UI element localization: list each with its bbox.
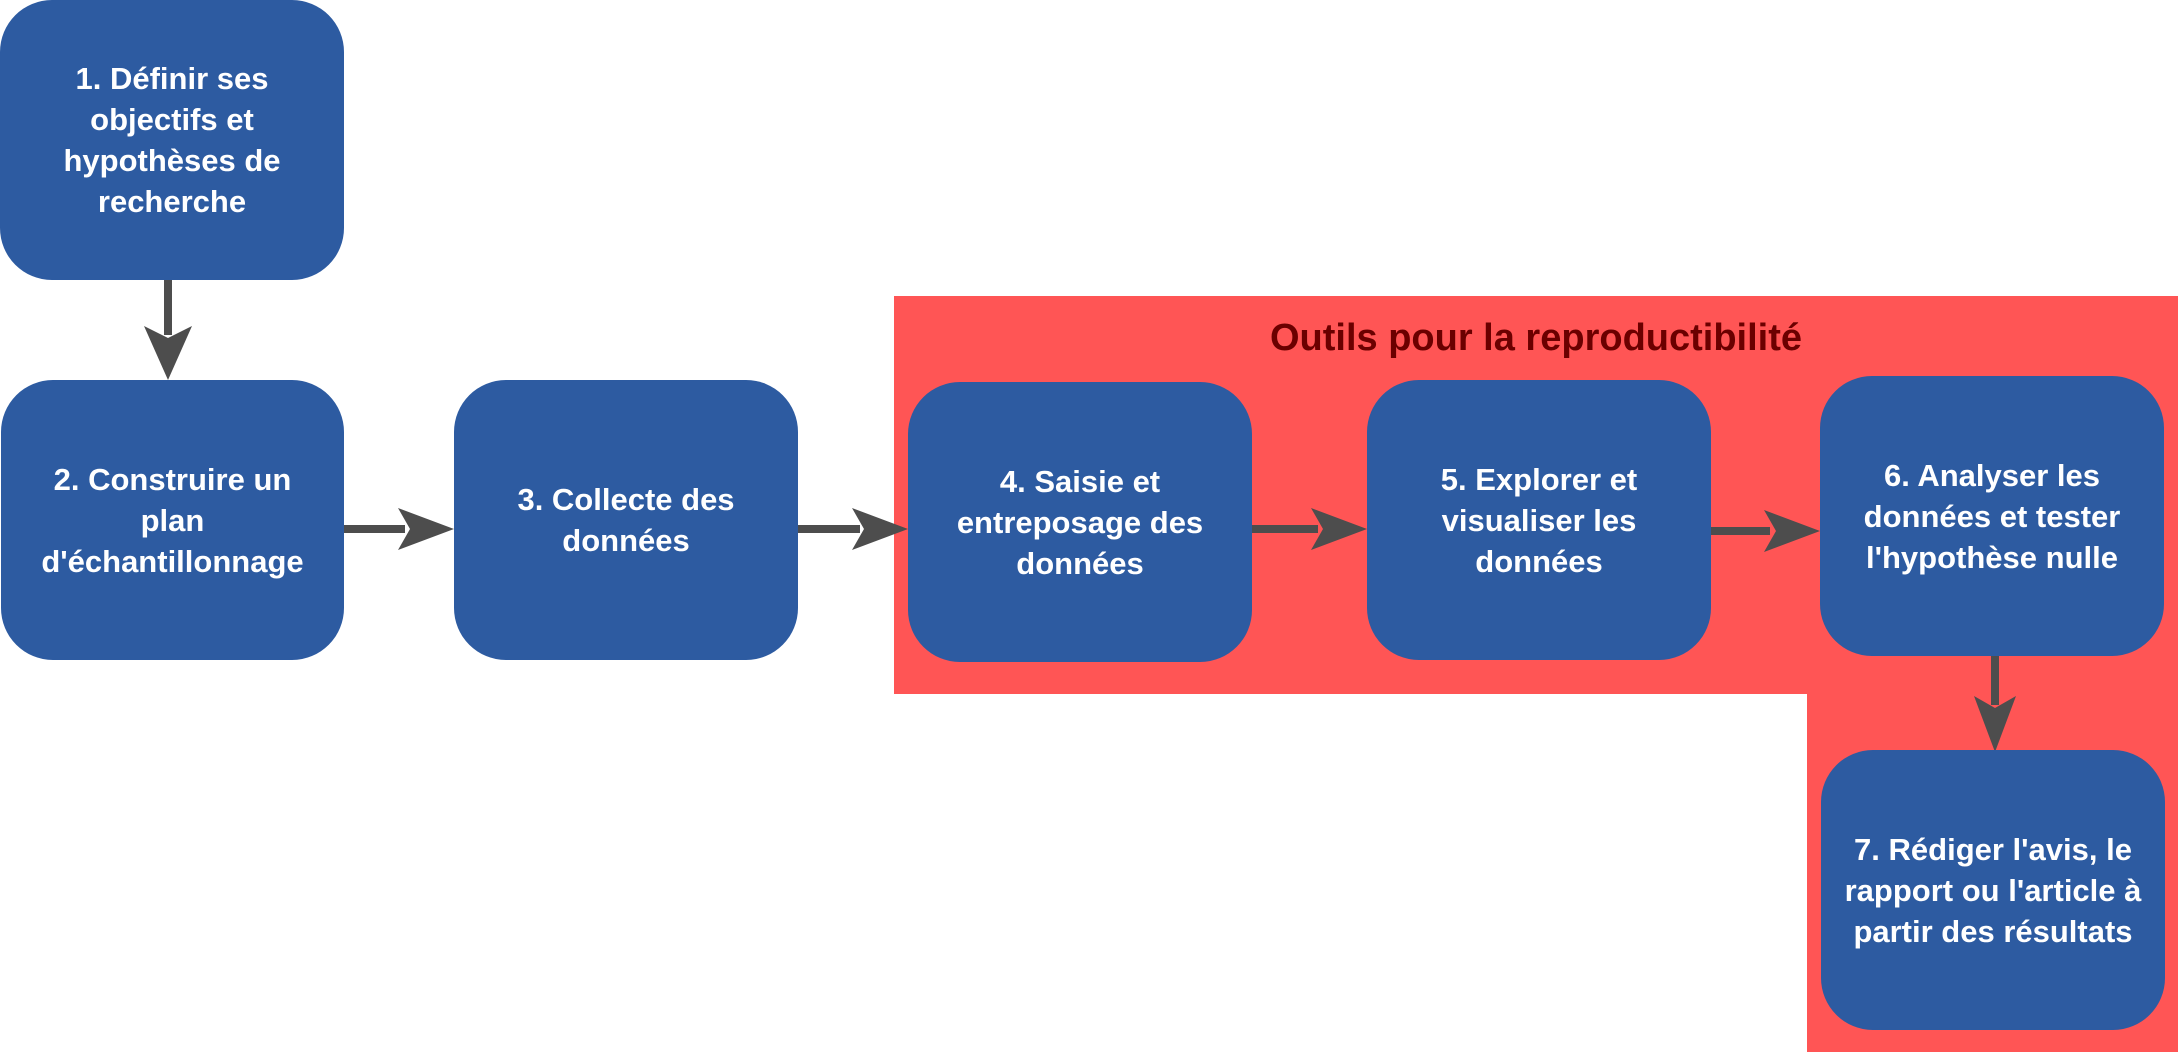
step-4-label: 4. Saisie et entreposage des données: [956, 463, 1204, 581]
step-7-label: 7. Rédiger l'avis, le rapport ou l'artic…: [1844, 831, 2142, 949]
arrowhead-1-to-2: [144, 326, 192, 380]
step-2-sampling-plan: 2. Construire un plan d'échantillonnage: [1, 380, 344, 660]
step-6-label: 6. Analyser les données et tester l'hypo…: [1863, 457, 2121, 575]
step-1-label: 1. Définir ses objectifs et hypothèses d…: [63, 61, 281, 219]
step-3-data-collection: 3. Collecte des données: [454, 380, 798, 660]
step-7-write-report: 7. Rédiger l'avis, le rapport ou l'artic…: [1821, 750, 2165, 1030]
step-2-label: 2. Construire un plan d'échantillonnage: [41, 461, 304, 579]
step-4-data-entry-storage: 4. Saisie et entreposage des données: [908, 382, 1252, 662]
step-6-analyze-test: 6. Analyser les données et tester l'hypo…: [1820, 376, 2164, 656]
step-1-define-objectives: 1. Définir ses objectifs et hypothèses d…: [0, 0, 344, 280]
step-5-explore-visualize: 5. Explorer et visualiser les données: [1367, 380, 1711, 660]
step-5-label: 5. Explorer et visualiser les données: [1440, 461, 1638, 579]
reproducibility-region-title: Outils pour la reproductibilité: [1269, 317, 1803, 359]
step-3-label: 3. Collecte des données: [517, 482, 735, 558]
arrowhead-2-to-3: [398, 508, 454, 550]
